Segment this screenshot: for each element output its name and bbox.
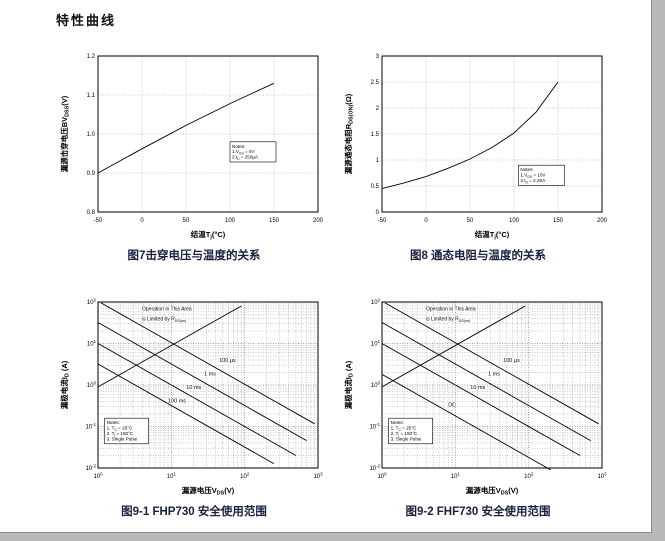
svg-text:101: 101 [371,339,381,348]
svg-text:2. Tj = 150°C: 2. Tj = 150°C [107,431,134,438]
svg-text:3. Single Pulse: 3. Single Pulse [391,436,422,441]
svg-text:1. TC = 25°C: 1. TC = 25°C [107,426,133,433]
svg-text:漏极电流ID (A): 漏极电流ID (A) [343,360,355,409]
svg-text:1: 1 [376,158,380,164]
svg-text:Notes:: Notes: [520,167,533,172]
svg-text:102: 102 [524,472,534,481]
svg-text:is Limited by RDS(on): is Limited by RDS(on) [426,316,470,323]
svg-text:1.VGS = 0V: 1.VGS = 0V [232,149,255,156]
svg-text:结温Tj(°C): 结温Tj(°C) [475,229,510,241]
svg-text:100 µs: 100 µs [503,358,520,364]
fig7-caption: 图7击穿电压与温度的关系 [127,250,261,262]
fig9-2-caption: 图9-2 FHF730 安全使用范围 [405,506,551,518]
svg-text:0.5: 0.5 [371,184,380,190]
fig7-breakdown-voltage-chart: -50 0 50 100 150 200 0.8 0.9 1.0 1.1 1.2 结温Tj(°C) 漏源… [59,54,324,241]
fig8-caption: 图8 通态电阻与温度的关系 [409,250,547,262]
svg-text:2: 2 [376,106,380,112]
svg-text:101: 101 [451,472,461,481]
svg-text:1.2: 1.2 [87,54,96,60]
svg-text:0: 0 [376,210,380,216]
fig9-1-caption: 图9-1 FHP730 安全使用范围 [121,506,267,518]
svg-text:1.VGS = 10V: 1.VGS = 10V [520,173,546,180]
svg-text:0: 0 [424,218,428,224]
svg-text:0: 0 [140,218,144,224]
svg-text:102: 102 [87,298,97,307]
svg-text:漏源电压VDS(V): 漏源电压VDS(V) [182,485,235,497]
svg-text:2.5: 2.5 [371,80,380,86]
svg-text:100: 100 [93,472,103,481]
svg-text:Notes:: Notes: [232,144,245,149]
svg-text:10 ms: 10 ms [470,385,485,391]
svg-text:漏源通态电阻RDS(ON)(Ω): 漏源通态电阻RDS(ON)(Ω) [343,93,355,174]
svg-text:100: 100 [371,381,381,390]
svg-text:200: 200 [313,218,324,224]
svg-text:1 ms: 1 ms [204,371,216,377]
svg-text:100: 100 [225,218,236,224]
svg-text:103: 103 [313,472,323,481]
svg-text:100: 100 [87,381,97,390]
fig9-1-soa-chart: 100 101 102 103 10-2 10-1 100 101 102 漏源电压VDS(V) 漏… [59,298,323,497]
svg-text:is Limited by RDS(on): is Limited by RDS(on) [142,316,186,323]
fig9-2-soa-chart: 100 101 102 103 10-2 10-1 100 101 102 漏源电压VDS(V) 漏… [343,298,607,497]
svg-text:102: 102 [371,298,381,307]
svg-text:-50: -50 [94,218,103,224]
svg-text:10-1: 10-1 [85,422,96,431]
svg-text:102: 102 [240,472,250,481]
svg-text:103: 103 [597,472,607,481]
fig8-on-resistance-chart: -50 0 50 100 150 200 0 0.5 1 1.5 2 2.5 3 结温Tj(°C) 漏源通态… [343,54,608,241]
svg-text:50: 50 [467,218,474,224]
figure-8-on-resistance: -50 0 50 100 150 200 0 0.5 1 1.5 2 2.5 3 结温Tj(°C) 漏源通态… [342,48,614,263]
svg-text:2.ID = 2.25A: 2.ID = 2.25A [520,178,546,185]
svg-text:Notes:: Notes: [107,420,120,425]
svg-text:2.ID = 250µA: 2.ID = 250µA [232,155,259,162]
svg-text:1 ms: 1 ms [488,371,500,377]
svg-text:1.0: 1.0 [87,132,96,138]
svg-text:10-2: 10-2 [369,464,380,473]
svg-text:漏源击穿电压BVDSS(V): 漏源击穿电压BVDSS(V) [59,95,71,172]
svg-text:漏源电压VDS(V): 漏源电压VDS(V) [466,485,519,497]
svg-text:3: 3 [376,54,380,60]
svg-text:100: 100 [377,472,387,481]
svg-text:0.8: 0.8 [87,210,96,216]
svg-text:Operation in This Area: Operation in This Area [142,306,192,312]
svg-text:150: 150 [553,218,564,224]
svg-text:10 ms: 10 ms [186,385,201,391]
svg-text:100: 100 [509,218,520,224]
svg-text:1.1: 1.1 [87,93,96,99]
svg-text:1. TC = 25°C: 1. TC = 25°C [391,426,417,433]
svg-text:100 µs: 100 µs [219,358,236,364]
svg-text:漏极电流ID (A): 漏极电流ID (A) [59,360,71,409]
svg-text:-50: -50 [378,218,387,224]
svg-text:50: 50 [183,218,190,224]
svg-text:DC: DC [448,403,456,409]
page-title: 特性曲线 [56,13,117,28]
svg-text:101: 101 [87,339,97,348]
svg-text:10-1: 10-1 [369,422,380,431]
svg-text:10-2: 10-2 [85,464,96,473]
svg-text:2. Tj = 150°C: 2. Tj = 150°C [391,431,418,438]
svg-text:Notes:: Notes: [391,420,404,425]
svg-text:101: 101 [167,472,177,481]
figure-9-1-soa-fhp730: 100 101 102 103 10-2 10-1 100 101 102 漏源电压VDS(V) 漏… [58,294,330,519]
figure-9-2-soa-fhf730: 100 101 102 103 10-2 10-1 100 101 102 漏源电压VDS(V) 漏… [342,294,614,519]
svg-text:Operation in This Area: Operation in This Area [426,306,476,312]
svg-text:1.5: 1.5 [371,132,380,138]
svg-text:200: 200 [597,218,608,224]
svg-text:150: 150 [269,218,280,224]
svg-text:0.9: 0.9 [87,171,96,177]
svg-text:3. Single Pulse: 3. Single Pulse [107,436,138,441]
svg-text:100 ms: 100 ms [168,398,186,404]
figure-7-breakdown-voltage: -50 0 50 100 150 200 0.8 0.9 1.0 1.1 1.2 结温Tj(°C) 漏源… [58,48,330,263]
svg-text:结温Tj(°C): 结温Tj(°C) [191,229,226,241]
